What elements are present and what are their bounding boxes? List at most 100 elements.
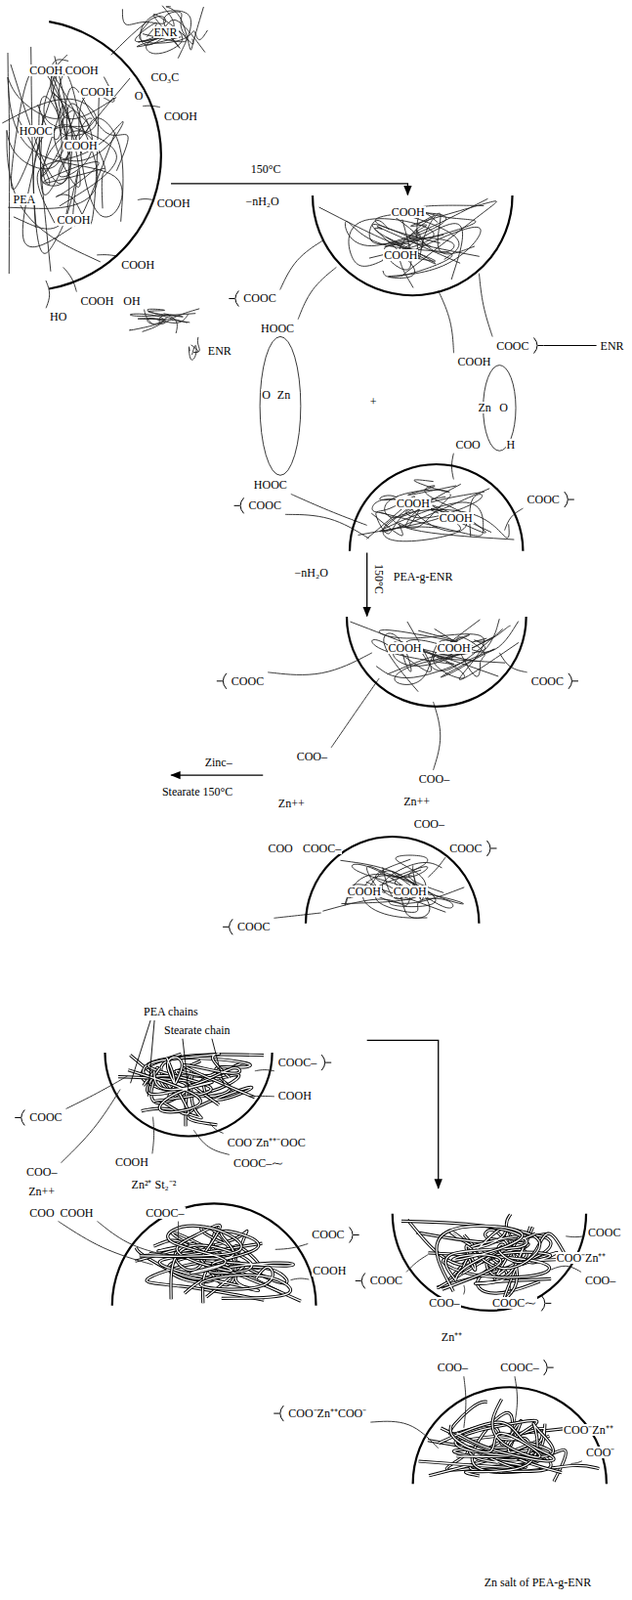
chem-label: COOC <box>369 1273 404 1286</box>
polymer-chain <box>53 55 117 206</box>
polymer-chains <box>118 1053 264 1126</box>
enr-backbone <box>534 337 545 354</box>
chem-label: COOC <box>28 1110 63 1123</box>
particle-outline <box>48 21 162 289</box>
edge-label: 150°C <box>250 163 283 175</box>
enr-backbone <box>222 918 233 934</box>
chem-label: ENR <box>207 344 233 357</box>
stearate-chain <box>127 1069 212 1112</box>
chem-label: COO⁻Zn⁺⁺ <box>562 1423 615 1435</box>
chem-label: COO– <box>584 1273 617 1286</box>
chem-label: COOC– <box>301 842 342 854</box>
reaction-arrow <box>170 183 408 196</box>
particle <box>413 1386 607 1483</box>
polymer-chain <box>565 1234 585 1237</box>
polymer-chain <box>290 1277 309 1280</box>
particle <box>104 1052 272 1137</box>
chem-label: COOC <box>587 1225 622 1238</box>
chem-label: O <box>133 89 145 102</box>
chem-label: COOC–⁓ <box>232 1156 285 1169</box>
polymer-chain <box>137 199 154 201</box>
chem-label: O <box>260 388 272 401</box>
particle-node: COOHCOOH <box>346 616 527 707</box>
particle-shape <box>346 616 527 707</box>
chem-label: COO <box>266 842 294 854</box>
chem-label: COOH <box>114 1155 150 1168</box>
chem-label: COO– <box>295 750 329 762</box>
chem-label: HOOC <box>259 322 295 335</box>
polymer-chain <box>550 1264 582 1271</box>
chem-label: COOH <box>59 1206 95 1219</box>
enr-chains <box>188 337 200 360</box>
polymer-chain <box>406 1254 428 1272</box>
chem-label: Zn⁺⁺ <box>440 1330 464 1343</box>
polymer-chain <box>373 224 482 279</box>
polymer-chain <box>376 619 500 678</box>
particle-node: COOH COOH <box>312 195 513 295</box>
polymer-chain <box>508 1279 511 1295</box>
enr-backbone <box>216 673 227 689</box>
chem-label: Zn++ <box>402 795 431 807</box>
particle-shape <box>349 463 523 551</box>
polymer-chain <box>254 1069 275 1071</box>
group-label: PEA <box>12 193 38 206</box>
enr-backbone <box>228 290 239 306</box>
chem-label: CO₃C <box>149 71 180 84</box>
polymer-chains <box>1 46 130 274</box>
enr-chain <box>142 14 187 49</box>
enr-chain <box>134 23 181 47</box>
enr-backbone <box>544 344 597 346</box>
chem-label: Zn++ <box>27 1184 56 1197</box>
polymer-chains <box>134 1223 301 1303</box>
polymer-chain <box>370 1420 438 1448</box>
chem-label: COOC <box>248 499 283 511</box>
chem-label: COOH <box>277 1089 313 1101</box>
group-label: COOH <box>390 206 426 218</box>
particle-outline <box>104 1052 272 1137</box>
chem-label: PEA chains <box>142 1005 200 1017</box>
group-label: COOH <box>79 85 115 98</box>
polymer-chain <box>438 290 455 353</box>
enr-backbone <box>568 673 579 689</box>
polymer-chains <box>319 199 498 289</box>
polymer-chain <box>478 273 493 338</box>
polymer-chain <box>193 1129 230 1154</box>
enr-backbone <box>355 1271 366 1288</box>
enr-backbone <box>541 1294 551 1310</box>
chem-label: COO⁻Zn⁺⁺ <box>555 1251 608 1264</box>
chem-label: −nH₂O <box>244 195 280 208</box>
chem-label: COO– <box>436 1360 469 1373</box>
chem-label: COOH <box>457 355 493 368</box>
chem-label: Zn salt of PEA-g-ENR <box>483 1575 593 1588</box>
polymer-chain <box>331 677 380 748</box>
chem-label: Zn²⁺ St₂⁻² <box>130 1178 178 1190</box>
polymer-chain <box>382 508 509 541</box>
group-label: HOOC <box>18 125 54 137</box>
chem-label: HOOC <box>252 478 289 491</box>
chem-label: COOH <box>156 197 192 210</box>
chem-label: COO– <box>25 1165 58 1178</box>
polymer-chain <box>250 1095 275 1096</box>
edge-label: 150°C <box>373 562 385 595</box>
particle-node: COOHCOOH <box>349 463 523 551</box>
particle-shape <box>0 18 166 295</box>
polymer-chain <box>340 858 430 918</box>
group-label: COOH <box>382 249 419 261</box>
polymer-chain <box>275 1242 309 1249</box>
polymer-chain <box>45 280 50 308</box>
enr-backbone <box>321 1053 332 1070</box>
leader-line <box>182 1038 189 1092</box>
chem-label: Zn <box>476 401 492 414</box>
stearate-chain-core <box>140 1224 243 1272</box>
chem-label: COO⁻Zn⁺⁺⁻OOC <box>226 1136 307 1148</box>
chem-label: ENR <box>153 26 179 39</box>
polymer-chain <box>177 1221 179 1239</box>
chem-label: COO– <box>413 817 446 830</box>
polymer-chain <box>349 621 487 678</box>
reaction-arrow <box>170 773 263 775</box>
particle <box>112 1202 317 1305</box>
group-label: COOH <box>436 641 472 654</box>
